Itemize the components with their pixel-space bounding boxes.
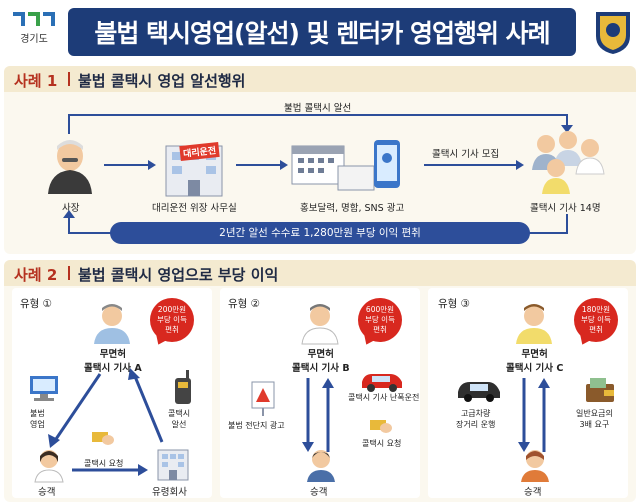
driver-c-label: 무면허 콜택시 기사 C xyxy=(506,346,563,374)
type2-money-hand-icon xyxy=(370,420,392,433)
type3-label: 유형 ③ xyxy=(438,298,471,310)
gyeonggi-logo-icon xyxy=(6,12,62,26)
driver-c-icon xyxy=(516,304,552,344)
type2-updown-arrows-icon xyxy=(302,378,334,452)
ghost-company-icon xyxy=(157,449,189,481)
illegal-label: 불법 영업 xyxy=(30,408,45,430)
passenger-3-label: 승객 xyxy=(524,487,542,498)
passenger-2-icon xyxy=(307,450,335,482)
luxury-line1: 고급차량 xyxy=(460,409,491,418)
calendar-flyer-phone-icon xyxy=(291,140,400,191)
top-flow-line-right xyxy=(566,114,568,126)
walkie-talkie-icon xyxy=(175,370,191,404)
ads-label: 홍보달력, 명함, SNS 광고 xyxy=(300,203,405,214)
type2-bubble-line2: 부당 이득 xyxy=(365,315,395,324)
type1-triangle-arrows-icon xyxy=(48,368,164,476)
top-flow-line-left xyxy=(68,114,70,134)
illegal-line2: 영업 xyxy=(30,420,45,429)
boss-label: 사장 xyxy=(62,203,80,214)
type1-bubble-line1: 200만원 xyxy=(157,305,187,314)
police-emblem-icon xyxy=(596,12,630,54)
top-flow-arrowhead-icon xyxy=(561,125,573,133)
wallet-icon xyxy=(586,378,614,402)
type1-bubble-line2: 부당 이득 xyxy=(157,315,187,324)
bottom-flow-line-right xyxy=(566,214,568,234)
type1-request-label: 콜택시 요청 xyxy=(84,459,124,468)
alsun-line2: 알선 xyxy=(171,420,187,429)
type2-bubble-line1: 600만원 xyxy=(365,305,395,314)
gyeonggi-logo: 경기도 xyxy=(6,10,62,54)
driver-c-line1: 무면허 xyxy=(521,349,548,360)
driver-c-line2: 콜택시 기사 C xyxy=(506,363,564,374)
top-flow-line xyxy=(68,114,568,116)
fare-line2: 3배 요구 xyxy=(579,420,610,429)
passenger-3-icon xyxy=(521,450,549,482)
passenger-1-icon xyxy=(34,450,64,483)
arrow-ads-drivers-icon xyxy=(424,160,524,170)
driver-a-line2: 콜택시 기사 A xyxy=(84,363,142,374)
luxury-line2: 장거리 운행 xyxy=(456,420,496,429)
recruit-label: 콜택시 기사 모집 xyxy=(432,149,500,160)
case2-header: 사례 2 불법 콜택시 영업으로 부당 이익 xyxy=(4,260,636,286)
type2-bubble-line3: 편취 xyxy=(373,325,387,334)
luxury-car-icon xyxy=(458,382,500,402)
arrow-boss-office-icon xyxy=(104,160,156,170)
flyer-sign-icon xyxy=(251,381,275,416)
fare-label: 일반요금의 3배 요구 xyxy=(576,408,613,430)
bottom-flow-line-left xyxy=(68,214,70,234)
driver-b-line2: 콜택시 기사 B xyxy=(292,363,350,374)
reckless-label: 콜택시 기사 난폭운전 xyxy=(348,393,420,402)
illegal-line1: 불법 xyxy=(30,409,45,418)
case2-title: 불법 콜택시 영업으로 부당 이익 xyxy=(78,266,279,284)
driver-b-label: 무면허 콜택시 기사 B xyxy=(292,346,350,374)
type3-bubble-line3: 편취 xyxy=(589,325,603,334)
profit-pill: 2년간 알선 수수료 1,280만원 부당 이익 편취 xyxy=(110,222,530,244)
computer-icon xyxy=(30,376,58,401)
header: 경기도 불법 택시영업(알선) 및 렌터카 영업행위 사례 xyxy=(0,0,640,62)
driver-a-label: 무면허 콜택시 기사 A xyxy=(84,346,142,374)
drivers-group-icon xyxy=(532,131,605,194)
bottom-flow-arrowhead-icon xyxy=(63,210,75,218)
type1-bubble-line3: 편취 xyxy=(165,325,179,334)
type3-bubble-line1: 180만원 xyxy=(581,305,611,314)
case1-separator xyxy=(68,72,70,86)
case2-separator xyxy=(68,266,70,280)
title-banner: 불법 택시영업(알선) 및 렌터카 영업행위 사례 xyxy=(68,8,576,56)
driver-a-icon xyxy=(94,304,130,344)
passenger-2-label: 승객 xyxy=(310,487,328,498)
driver-b-icon xyxy=(301,304,339,345)
fare-line1: 일반요금의 xyxy=(576,409,613,418)
case2-number: 사례 2 xyxy=(14,266,58,284)
driver-a-line1: 무면허 xyxy=(99,349,126,360)
type3-updown-arrows-icon xyxy=(518,378,550,452)
boss-icon xyxy=(48,140,92,194)
passenger-1-label: 승객 xyxy=(38,487,56,498)
flyer-ad-label: 불법 전단지 광고 xyxy=(228,421,285,430)
case1-header: 사례 1 불법 콜택시 영업 알선행위 xyxy=(4,66,636,92)
driver-b-line1: 무면허 xyxy=(307,349,334,360)
case1-title: 불법 콜택시 영업 알선행위 xyxy=(78,72,246,90)
office-label: 대리운전 위장 사무실 xyxy=(152,203,237,214)
type1-label: 유형 ① xyxy=(20,298,53,310)
type2-request-label: 콜택시 요청 xyxy=(362,439,402,448)
drivers-label: 콜택시 기사 14명 xyxy=(530,203,601,214)
type1-money-hand-icon xyxy=(92,432,114,445)
luxury-label: 고급차량 장거리 운행 xyxy=(456,408,495,430)
case1-number: 사례 1 xyxy=(14,72,58,90)
logo-text: 경기도 xyxy=(20,34,48,45)
arrow-office-ads-icon xyxy=(236,160,288,170)
ghost-company-label: 유령회사 xyxy=(152,487,187,498)
red-car-icon xyxy=(362,374,402,392)
type2-label: 유형 ② xyxy=(228,298,261,310)
top-arrow-label: 불법 콜택시 알선 xyxy=(284,103,352,114)
type3-bubble-line2: 부당 이득 xyxy=(581,315,611,324)
page-title: 불법 택시영업(알선) 및 렌터카 영업행위 사례 xyxy=(94,19,550,48)
alsun-line1: 콜택시 xyxy=(168,409,191,418)
alsun-label: 콜택시 알선 xyxy=(168,408,190,430)
